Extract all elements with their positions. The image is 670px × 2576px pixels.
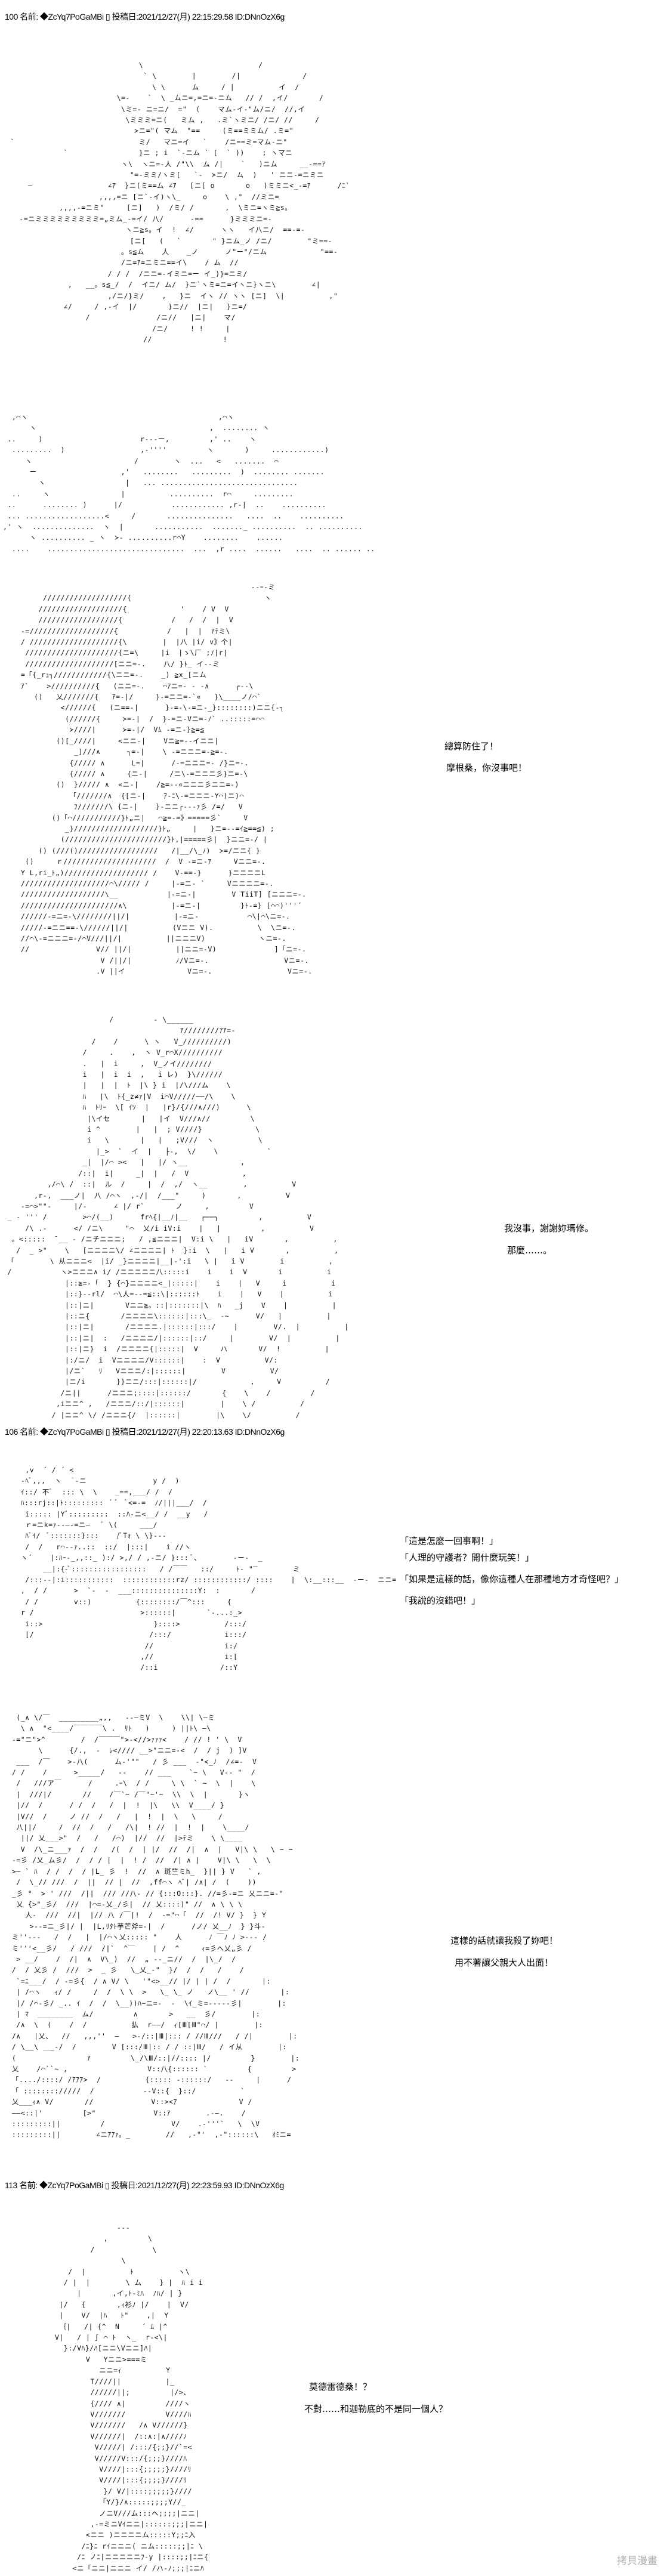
ascii-art-explosion: \ / ` \ | /| / \ \ ム / | イ / \=- ` \ <box>10 61 350 344</box>
ascii-art-mash: / - \______ ｱ////////ｱｱ=- / / \ ヽ V_////… <box>7 1015 349 1419</box>
dialogue-line: 用不著讓父親大人出面！ <box>455 1957 554 1968</box>
dialogue-line: 莫德雷德桑！？ <box>309 2382 372 2392</box>
ascii-art-clouds: ,⌒ヽ ,⌒ヽ ヽ , ........ ヽ .. ) r---ー, ,' ..… <box>3 413 375 553</box>
dialogue-line: 不對……和迦勒底的不是同一個人？ <box>304 2404 448 2414</box>
ascii-art-running: ,v ´ / ´ < ‐ﾍﾞ,,, ヽ ¯‐ニ y / ) ｲ::/ ̄不ﾞ :… <box>20 1466 397 1672</box>
dialogue-line: 那麼……。 <box>507 1245 552 1256</box>
dialogue-line: 「我說的沒錯吧！」 <box>400 1595 481 1606</box>
post-header-100: 100 名前: ◆ZcYq7PoGaMBi ▯ 投稿日:2021/12/27(月… <box>5 12 285 21</box>
post-header-113: 113 名前: ◆ZcYq7PoGaMBi ▯ 投稿日:2021/12/27(月… <box>5 2180 284 2190</box>
post-header-106: 106 名前: ◆ZcYq7PoGaMBi ▯ 投稿日:2021/12/27(月… <box>5 1427 285 1437</box>
dialogue-line: 「如果是這樣的話，像你這種人在那種地方才奇怪吧？」 <box>400 1574 624 1584</box>
dialogue-line: 我沒事，謝謝妳瑪修。 <box>504 1223 594 1234</box>
dialogue-line: 總算防住了！ <box>444 741 499 752</box>
dialogue-line: 這樣的話就讓我殺了妳吧！ <box>450 1935 558 1946</box>
watermark: 拷貝漫畫 <box>617 2555 657 2567</box>
ascii-art-tentacles: (_∧ \/￣ _________„,, -‐―ミV \ \\| \―ミ \ ∧… <box>11 1713 300 2139</box>
ascii-art-battle: -‐ｰ-ミ ///////////////////{ ヽ ///////////… <box>20 583 313 976</box>
ascii-art-mordred: --- , \ / \ \ / | ﾄ ヽ\ / | | \ ム } | ﾊ i… <box>54 2223 209 2572</box>
dialogue-line: 「人理的守護者？開什麼玩笑！」 <box>400 1552 535 1563</box>
dialogue-line: 摩根桑，你沒事吧！ <box>446 762 527 773</box>
dialogue-line: 「這是怎麼一回事啊！」 <box>400 1536 499 1546</box>
